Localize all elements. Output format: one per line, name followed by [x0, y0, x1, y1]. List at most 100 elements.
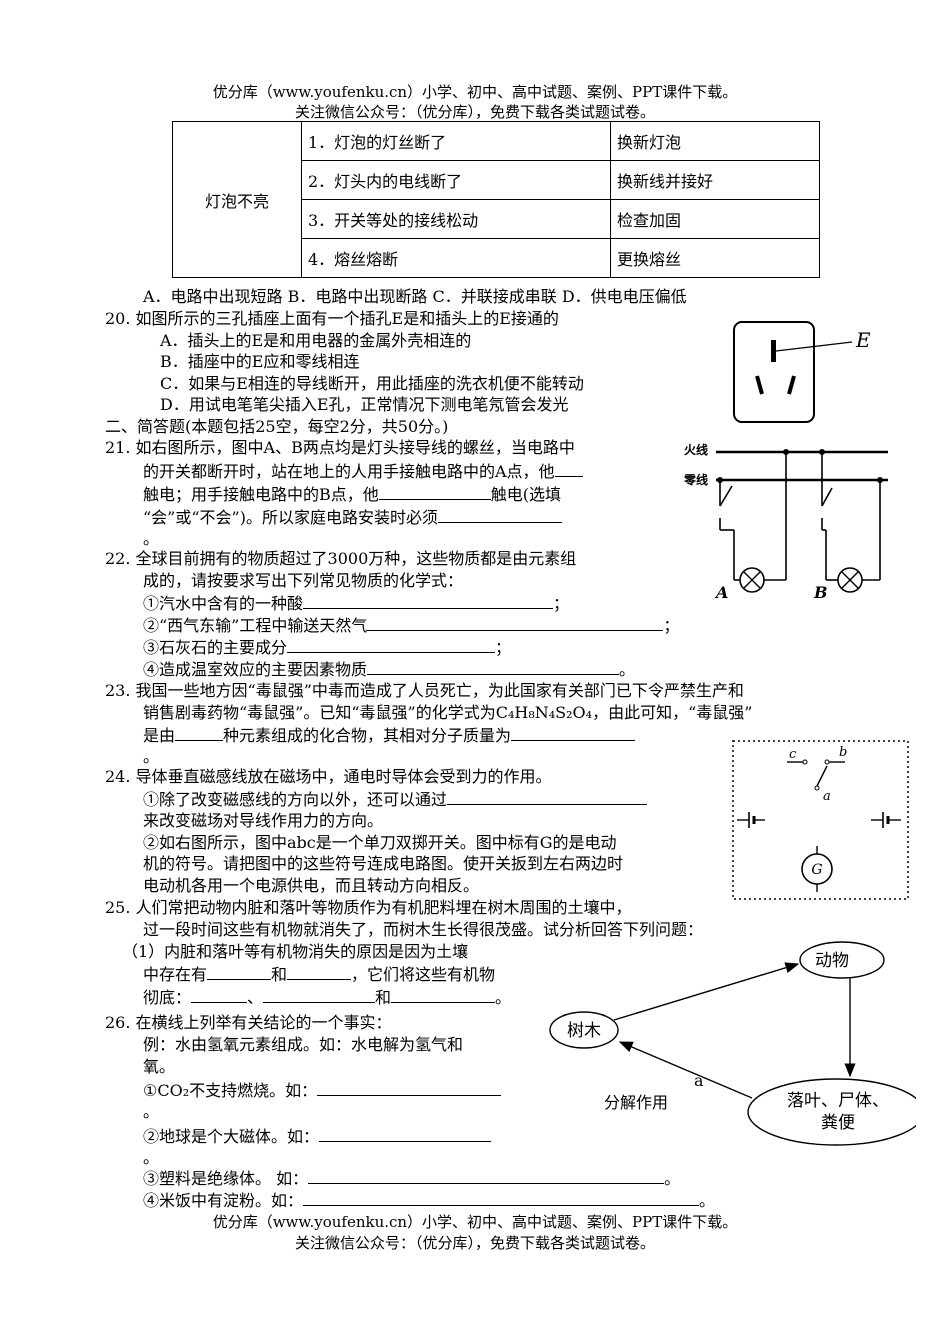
q25-blank-5[interactable] — [391, 986, 496, 1003]
q21-line-4: “会”或“不会”)。所以家庭电路安装时必须 — [143, 506, 562, 529]
q24-line-1: 24. 导体垂直磁感线放在磁场中，通电时导体会受到力的作用。 — [105, 767, 552, 786]
motor-switch-figure: c b a G — [732, 740, 909, 900]
q22-item-4: ④造成温室效应的主要因素物质 。 — [143, 658, 635, 681]
fire-wire-label: 火线 — [684, 442, 708, 457]
table-cell-fix: 换新线并接好 — [610, 160, 820, 200]
q22-punct: ； — [495, 638, 512, 657]
q21-line-1: 21. 如右图所示，图中A、B两点均是灯头接导线的螺丝，当电路中 — [105, 438, 575, 457]
table-cell-fix: 检查加固 — [610, 199, 820, 239]
q23-text: 是由 — [143, 726, 176, 745]
lamp-cross — [743, 571, 761, 589]
q26-blank-3[interactable] — [308, 1167, 665, 1184]
switch-blade — [816, 765, 828, 787]
q25-blank-3[interactable] — [191, 986, 248, 1003]
node-animal — [799, 941, 885, 979]
q26-item-1: ①CO₂不支持燃烧。如： — [143, 1079, 502, 1102]
q24-line-5: 机的符号。请把图中的这些符号连成电路图。使开关扳到左右两边时 — [143, 854, 624, 873]
switch-b-terminal — [824, 759, 830, 765]
q26-text: ①CO₂不支持燃烧。如： — [143, 1081, 318, 1100]
arrow-tree-to-animal — [613, 962, 800, 1021]
q26-blank-2[interactable] — [319, 1125, 492, 1142]
nutrient-cycle-diagram: 动物 树木 落叶、尸体、 粪便 a 分解作用 — [549, 941, 916, 1146]
q26-blank-4[interactable] — [303, 1189, 700, 1206]
arrow-litter-to-tree — [618, 1041, 753, 1099]
q24-blank-1[interactable] — [447, 788, 648, 805]
figure-border — [732, 740, 909, 900]
section-2-title: 二、简答题(本题包括25空，每空2分，共50分。) — [105, 417, 449, 436]
point-b-label: B — [813, 583, 828, 602]
q21-text: 触电(选填 — [490, 485, 562, 504]
table-cell-cause: 4．熔丝熔断 — [301, 238, 611, 278]
node-animal-label: 动物 — [815, 951, 849, 971]
q25-text: ，它们将这些有机物 — [351, 965, 496, 984]
node-litter-label: 粪便 — [821, 1113, 855, 1133]
q23-line-2: 销售剧毒药物“毒鼠强”。已知“毒鼠强”的化学式为C₄H₈N₄S₂O₄，由此可知，… — [143, 703, 753, 722]
q26-item-3: ③塑料是绝缘体。 如： 。 — [143, 1167, 680, 1190]
socket-hole-left — [755, 375, 764, 395]
q21-line-5: 。 — [143, 529, 160, 548]
q25-text: 中存在有 — [143, 965, 208, 984]
q21-text: 触电；用手接触电路中的B点，他 — [143, 485, 379, 504]
q26-item-2: ②地球是个大磁体。如： — [143, 1125, 492, 1148]
table-cell-fix: 换新灯泡 — [610, 121, 820, 161]
q22-punct: 。 — [619, 660, 636, 679]
table-row: 灯泡不亮 1．灯泡的灯丝断了 换新灯泡 — [172, 121, 820, 278]
q20-option-d: D．用试电笔笔尖插入E孔，正常情况下测电笔氖管会发光 — [160, 395, 569, 414]
q22-punct: ； — [663, 616, 680, 635]
header-line-2: 关注微信公众号：（优分库），免费下载各类试题试卷。 — [294, 103, 655, 121]
node-litter-label: 落叶、尸体、 — [787, 1091, 889, 1111]
motor-label: G — [811, 862, 822, 878]
node-tree — [549, 1011, 619, 1049]
q21-blank-2[interactable] — [378, 483, 491, 500]
header-line-1: 优分库（www.youfenku.cn）小学、初中、高中试题、案例、PPT课件下… — [212, 83, 738, 101]
q23-line-4: 。 — [143, 747, 160, 766]
q25-line-1: 25. 人们常把动物内脏和落叶等物质作为有机肥料埋在树木周围的土壤中， — [105, 898, 632, 917]
q23-blank-2[interactable] — [511, 724, 636, 741]
q22-item-3: ③石灰石的主要成分； — [143, 636, 511, 659]
q21-blank-3[interactable] — [437, 506, 562, 523]
table-cell-cause: 1．灯泡的灯丝断了 — [301, 121, 611, 161]
q22-blank-3[interactable] — [287, 636, 496, 653]
q26-text: ③塑料是绝缘体。 如： — [143, 1169, 309, 1188]
q22-blank-2[interactable] — [367, 614, 664, 631]
q25-text: 、 — [247, 988, 264, 1007]
q23-line-1: 23. 我国一些地方因“毒鼠强”中毒而造成了人员死亡，为此国家有关部门已下令严禁… — [105, 681, 744, 700]
q24-text: ①除了改变磁感线的方向以外，还可以通过 — [143, 790, 448, 809]
q22-line-2: 成的，请按要求写出下列常见物质的化学式： — [143, 571, 464, 590]
arrow-label-a: a — [694, 1071, 704, 1090]
q22-blank-4[interactable] — [367, 658, 620, 675]
q26-text: ④米饭中有淀粉。如： — [143, 1191, 304, 1210]
point-a-label: A — [714, 583, 728, 602]
table-category: 灯泡不亮 — [172, 121, 302, 278]
q24-line-4: ②如右图所示，图中abc是一个单刀双掷开关。图中标有G的是电动 — [143, 833, 617, 852]
q25-blank-1[interactable] — [207, 963, 272, 980]
q23-blank-1[interactable] — [175, 724, 224, 741]
q25-blank-4[interactable] — [263, 986, 376, 1003]
q23-text: 种元素组成的化合物，其相对分子质量为 — [223, 726, 512, 745]
q22-text: ②“西气东输”工程中输送天然气 — [143, 616, 368, 635]
switch-b-label: b — [839, 745, 847, 760]
q23-line-3: 是由 种元素组成的化合物，其相对分子质量为 — [143, 724, 636, 747]
switch-a-terminal — [814, 785, 820, 791]
q26-blank-1[interactable] — [317, 1079, 502, 1096]
switch-a-label: a — [823, 789, 831, 804]
q21-line-3: 触电；用手接触电路中的B点，他 触电(选填 — [143, 483, 561, 506]
q22-text: ④造成温室效应的主要因素物质 — [143, 660, 368, 679]
q21-blank-1[interactable] — [554, 460, 583, 477]
socket-e-label: E — [855, 328, 871, 352]
q25-line-5: 彻底：、和。 — [143, 986, 511, 1009]
process-label: 分解作用 — [604, 1093, 668, 1112]
q25-text: 和 — [271, 965, 288, 984]
neutral-wire-label: 零线 — [683, 472, 708, 487]
q24-line-2: ①除了改变磁感线的方向以外，还可以通过 — [143, 788, 648, 811]
q22-blank-1[interactable] — [303, 592, 554, 609]
q25-text: 。 — [495, 988, 512, 1007]
q21-text: “会”或“不会”)。所以家庭电路安装时必须 — [143, 508, 438, 527]
q25-text: 彻底： — [143, 988, 192, 1007]
q26-text: 。 — [664, 1169, 681, 1188]
q26-item-1-end: 。 — [143, 1102, 160, 1121]
q25-blank-2[interactable] — [287, 963, 352, 980]
q22-text: ①汽水中含有的一种酸 — [143, 594, 304, 613]
socket-figure: E — [733, 321, 871, 423]
node-tree-label: 树木 — [567, 1021, 601, 1041]
